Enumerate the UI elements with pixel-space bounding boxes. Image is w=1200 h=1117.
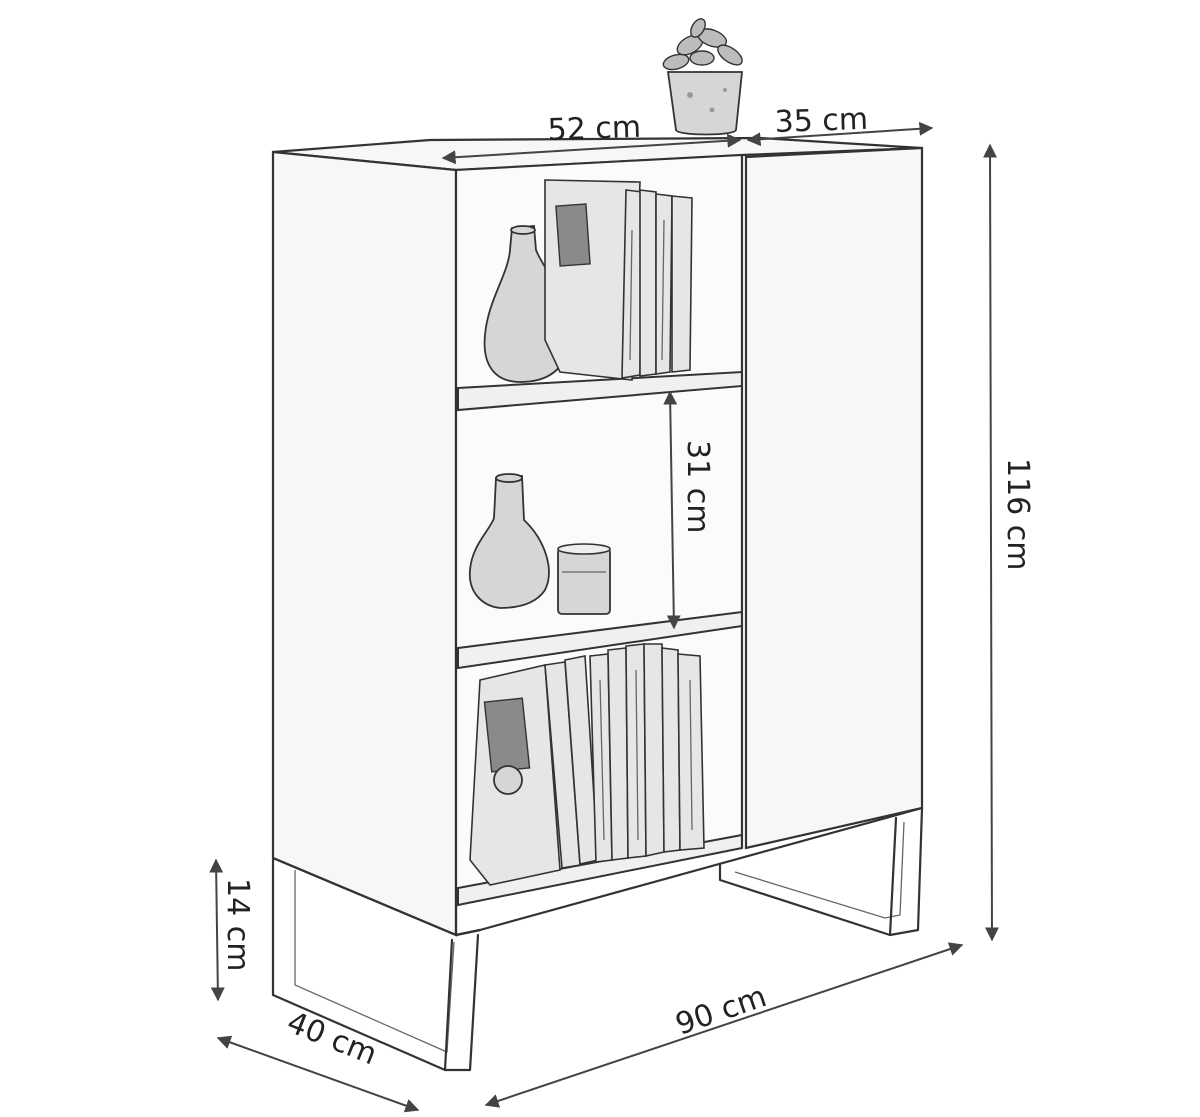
upper-shelf-items (483, 179, 693, 383)
legs (271, 806, 924, 1072)
dim-line-length (484, 942, 964, 1108)
label-length: 90 cm (671, 979, 771, 1043)
label-leg-height: 14 cm (220, 878, 255, 971)
dim-line-depth (216, 1035, 420, 1113)
dim-line-door-width (746, 121, 934, 147)
label-depth: 40 cm (282, 1005, 382, 1072)
dimension-lines (209, 121, 999, 1113)
dim-line-height (983, 143, 999, 942)
vase-middle (469, 475, 550, 609)
label-top-width: 52 cm (547, 110, 642, 148)
potted-plant (662, 18, 743, 136)
cabinet-door (744, 146, 924, 850)
left-side-panel (271, 150, 458, 937)
dimension-labels: 52 cm 35 cm 116 cm 31 cm 14 cm 40 cm 90 … (220, 102, 1035, 1073)
middle-shelf-items (469, 473, 611, 615)
candle-jar (557, 547, 611, 615)
label-door-width: 35 cm (774, 102, 869, 140)
dim-line-top-width (441, 133, 742, 165)
bottom-shelf-items (469, 643, 705, 886)
plant-pot (666, 71, 743, 136)
label-shelf-height: 31 cm (680, 440, 715, 533)
label-height: 116 cm (1000, 458, 1035, 571)
dim-line-shelf-height (663, 390, 681, 630)
plant-leaves (662, 18, 743, 71)
dim-line-leg-height (209, 858, 225, 1002)
